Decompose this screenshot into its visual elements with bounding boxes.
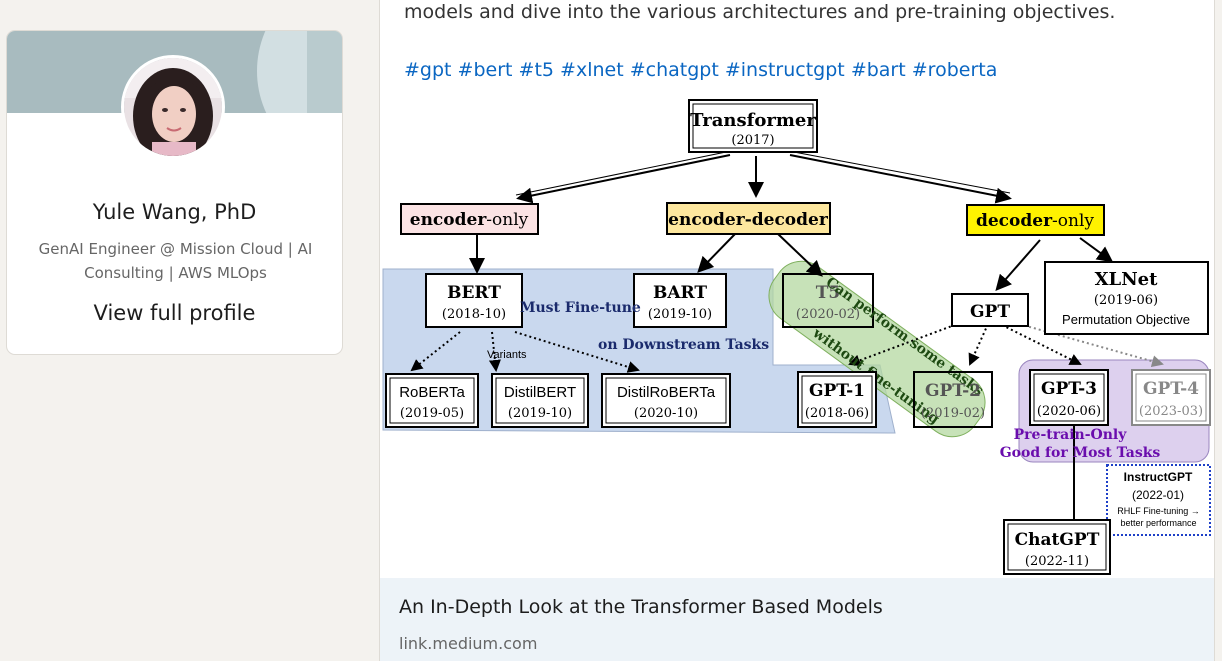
hashtag-link[interactable]: #instructgpt bbox=[724, 59, 845, 81]
svg-text:BERT: BERT bbox=[447, 283, 501, 303]
node-distilbert: DistilBERT (2019-10) bbox=[491, 373, 589, 428]
node-gpt: GPT bbox=[951, 293, 1029, 327]
svg-text:(2022-01): (2022-01) bbox=[1132, 488, 1184, 502]
node-gpt2: GPT-2 (2019-02) bbox=[913, 371, 993, 428]
svg-text:GPT: GPT bbox=[970, 302, 1010, 322]
good-for-most-label: Good for Most Tasks bbox=[1000, 445, 1161, 461]
link-preview-card[interactable]: An In-Depth Look at the Transformer Base… bbox=[380, 578, 1214, 661]
variants-label: Variants bbox=[487, 349, 527, 361]
svg-text:Transformer: Transformer bbox=[690, 110, 816, 131]
svg-text:(2019-10): (2019-10) bbox=[508, 406, 572, 421]
hashtag-link[interactable]: #bart bbox=[850, 59, 906, 81]
svg-text:(2023-03): (2023-03) bbox=[1139, 404, 1203, 419]
category-encoder-decoder: encoder-decoder bbox=[666, 202, 831, 235]
node-roberta: RoBERTa (2019-05) bbox=[385, 373, 479, 428]
hashtag-link[interactable]: #chatgpt bbox=[629, 59, 719, 81]
hashtag-link[interactable]: #gpt bbox=[404, 59, 452, 81]
node-t5: T5 (2020-02) bbox=[782, 273, 874, 328]
svg-text:encoder-decoder: encoder-decoder bbox=[668, 210, 829, 230]
svg-text:(2019-05): (2019-05) bbox=[400, 406, 464, 421]
pretrain-only-label: Pre-train-Only bbox=[1014, 427, 1128, 443]
transformer-family-diagram[interactable]: Transformer (2017) encoder-only encoder-… bbox=[380, 92, 1214, 578]
node-gpt3: GPT-3 (2020-06) bbox=[1029, 369, 1109, 426]
hashtag-link[interactable]: #roberta bbox=[911, 59, 998, 81]
node-distilroberta: DistilRoBERTa (2020-10) bbox=[601, 373, 731, 428]
svg-text:T5: T5 bbox=[816, 283, 840, 303]
node-bert: BERT (2018-10) bbox=[425, 273, 523, 328]
avatar[interactable] bbox=[121, 55, 225, 159]
svg-text:GPT-4: GPT-4 bbox=[1143, 379, 1199, 399]
post-text: models and dive into the various archite… bbox=[404, 1, 1116, 23]
instructgpt-note: RHLF Fine-tuning → better performance bbox=[1117, 506, 1200, 528]
svg-text:InstructGPT: InstructGPT bbox=[1124, 470, 1193, 484]
profile-card: Yule Wang, PhD GenAI Engineer @ Mission … bbox=[6, 30, 343, 355]
profile-headline: GenAI Engineer @ Mission Cloud | AI Cons… bbox=[38, 240, 313, 282]
node-chatgpt: ChatGPT (2022-11) bbox=[1003, 519, 1111, 575]
must-fine-tune-label: Must Fine-tune bbox=[520, 300, 641, 316]
svg-text:(2017): (2017) bbox=[731, 133, 774, 148]
avatar-image bbox=[124, 58, 222, 156]
node-bart: BART (2019-10) bbox=[633, 273, 727, 328]
svg-text:(2019-06): (2019-06) bbox=[1094, 293, 1158, 308]
banner-shape bbox=[307, 31, 342, 113]
svg-text:BART: BART bbox=[653, 283, 707, 303]
svg-text:XLNet: XLNet bbox=[1095, 269, 1159, 290]
svg-text:decoder-only: decoder-only bbox=[976, 211, 1094, 231]
svg-text:(2020-06): (2020-06) bbox=[1037, 404, 1101, 419]
node-gpt1: GPT-1 (2018-06) bbox=[797, 371, 877, 428]
node-gpt4: GPT-4 (2023-03) bbox=[1131, 369, 1211, 426]
svg-text:RoBERTa: RoBERTa bbox=[399, 384, 465, 401]
svg-text:(2020-02): (2020-02) bbox=[796, 307, 860, 322]
category-decoder-only: decoder-only bbox=[966, 204, 1105, 236]
link-preview-domain: link.medium.com bbox=[399, 634, 538, 653]
link-preview-title[interactable]: An In-Depth Look at the Transformer Base… bbox=[399, 596, 883, 618]
node-instructgpt: InstructGPT (2022-01) RHLF Fine-tuning →… bbox=[1106, 464, 1211, 536]
node-transformer: Transformer (2017) bbox=[688, 99, 818, 153]
downstream-label: on Downstream Tasks bbox=[598, 337, 769, 353]
svg-text:(2018-10): (2018-10) bbox=[442, 307, 506, 322]
svg-text:encoder-only: encoder-only bbox=[410, 210, 529, 230]
view-full-profile-link[interactable]: View full profile bbox=[93, 301, 256, 325]
svg-text:GPT-3: GPT-3 bbox=[1041, 379, 1097, 399]
category-encoder-only: encoder-only bbox=[400, 203, 539, 235]
svg-text:DistilRoBERTa: DistilRoBERTa bbox=[617, 384, 716, 401]
svg-text:Permutation Objective: Permutation Objective bbox=[1062, 312, 1190, 327]
svg-text:(2020-10): (2020-10) bbox=[634, 406, 698, 421]
svg-text:GPT-2: GPT-2 bbox=[925, 381, 981, 401]
svg-text:ChatGPT: ChatGPT bbox=[1015, 530, 1100, 550]
hashtag-list: #gpt #bert #t5 #xlnet #chatgpt #instruct… bbox=[404, 59, 997, 81]
hashtag-link[interactable]: #xlnet bbox=[560, 59, 624, 81]
hashtag-link[interactable]: #bert bbox=[457, 59, 513, 81]
svg-text:DistilBERT: DistilBERT bbox=[504, 384, 576, 401]
profile-name[interactable]: Yule Wang, PhD bbox=[92, 200, 257, 224]
post-card: models and dive into the various archite… bbox=[379, 0, 1215, 661]
svg-text:(2019-10): (2019-10) bbox=[648, 307, 712, 322]
svg-text:(2019-02): (2019-02) bbox=[921, 406, 985, 421]
svg-text:GPT-1: GPT-1 bbox=[809, 381, 865, 401]
node-xlnet: XLNet (2019-06) Permutation Objective bbox=[1044, 261, 1209, 335]
svg-text:(2022-11): (2022-11) bbox=[1025, 554, 1089, 569]
hashtag-link[interactable]: #t5 bbox=[518, 59, 554, 81]
svg-text:(2018-06): (2018-06) bbox=[805, 406, 869, 421]
